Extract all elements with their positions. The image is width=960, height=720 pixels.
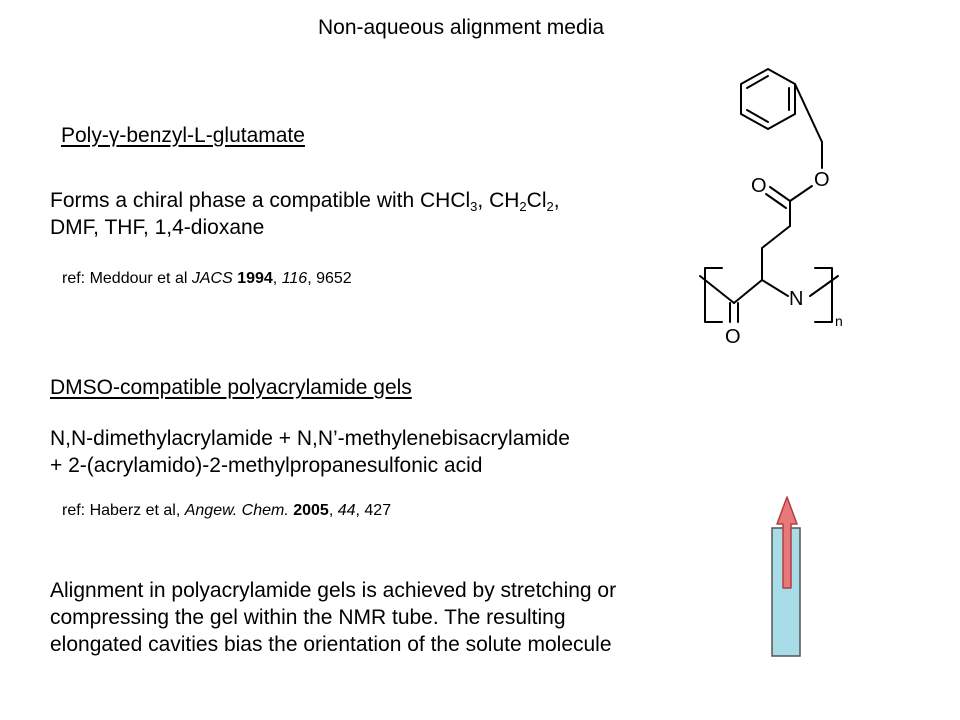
ref-sep: , xyxy=(328,502,338,519)
bond xyxy=(794,83,823,143)
bond xyxy=(761,225,791,249)
pblg-description: Forms a chiral phase a compatible with C… xyxy=(50,187,560,241)
subscript: 2 xyxy=(519,199,527,215)
subscript-n: n xyxy=(835,313,843,329)
explanation-line-2: compressing the gel within the NMR tube.… xyxy=(50,606,566,629)
page-title: Non-aqueous alignment media xyxy=(317,16,604,39)
text-span: Cl xyxy=(526,189,547,212)
atom-o-ester: O xyxy=(814,169,830,191)
left-bracket xyxy=(704,267,723,323)
stretch-arrow-icon xyxy=(776,496,798,589)
right-bracket xyxy=(814,267,833,323)
bond xyxy=(733,279,763,304)
ref-pages: , 9652 xyxy=(307,270,352,287)
subscript: 3 xyxy=(470,199,478,215)
reference-meddour: ref: Meddour et al JACS 1994, 116, 9652 xyxy=(62,270,352,288)
heading-pre: Poly- xyxy=(61,124,109,147)
ref-prefix: ref: Haberz et al, xyxy=(62,502,185,519)
ref-sep: , xyxy=(272,270,282,287)
ref-prefix: ref: Meddour et al xyxy=(62,270,192,287)
dmso-line-1: N,N-dimethylacrylamide + N,N’-methyleneb… xyxy=(50,427,570,450)
reference-haberz: ref: Haberz et al, Angew. Chem. 2005, 44… xyxy=(62,502,391,520)
bond xyxy=(789,185,813,202)
bond xyxy=(765,193,787,209)
ref-year: 1994 xyxy=(237,270,273,287)
atom-o-carbonyl: O xyxy=(751,175,767,197)
bond xyxy=(809,275,839,297)
benzene-ring xyxy=(740,68,796,130)
heading-post: -benzyl-L-glutamate xyxy=(119,124,305,147)
ref-pages: , 427 xyxy=(355,502,392,519)
text-span: , xyxy=(553,189,560,212)
ref-journal: Angew. Chem. xyxy=(184,502,289,519)
explanation-line-3: elongated cavities bias the orientation … xyxy=(50,633,612,656)
benzene-double-bond xyxy=(746,75,769,89)
dmso-description: N,N-dimethylacrylamide + N,N’-methyleneb… xyxy=(50,425,570,479)
section-heading-dmso: DMSO-compatible polyacrylamide gels xyxy=(50,376,412,399)
ref-year: 2005 xyxy=(293,502,329,519)
atom-o-amide: O xyxy=(725,326,741,348)
explanation-line-1: Alignment in polyacrylamide gels is achi… xyxy=(50,579,617,602)
ref-volume: 116 xyxy=(281,270,308,287)
bond xyxy=(769,186,791,202)
ref-volume: 44 xyxy=(337,502,356,519)
text-span: Forms a chiral phase a compatible with C… xyxy=(50,189,471,212)
alignment-explanation: Alignment in polyacrylamide gels is achi… xyxy=(50,577,616,658)
dmso-line-2: + 2-(acrylamido)-2-methylpropanesulfonic… xyxy=(50,454,483,477)
text-span: , CH xyxy=(477,189,520,212)
benzene-double-bond xyxy=(746,109,769,123)
section-heading-pblg: Poly-γ-benzyl-L-glutamate xyxy=(61,124,305,148)
pblg-line-2: DMF, THF, 1,4-dioxane xyxy=(50,216,265,239)
subscript: 2 xyxy=(546,199,554,215)
atom-n: N xyxy=(789,288,803,310)
ref-journal: JACS xyxy=(191,270,233,287)
bond xyxy=(761,279,789,297)
pblg-line-1: Forms a chiral phase a compatible with C… xyxy=(50,187,560,214)
gamma-symbol: γ xyxy=(108,124,120,147)
